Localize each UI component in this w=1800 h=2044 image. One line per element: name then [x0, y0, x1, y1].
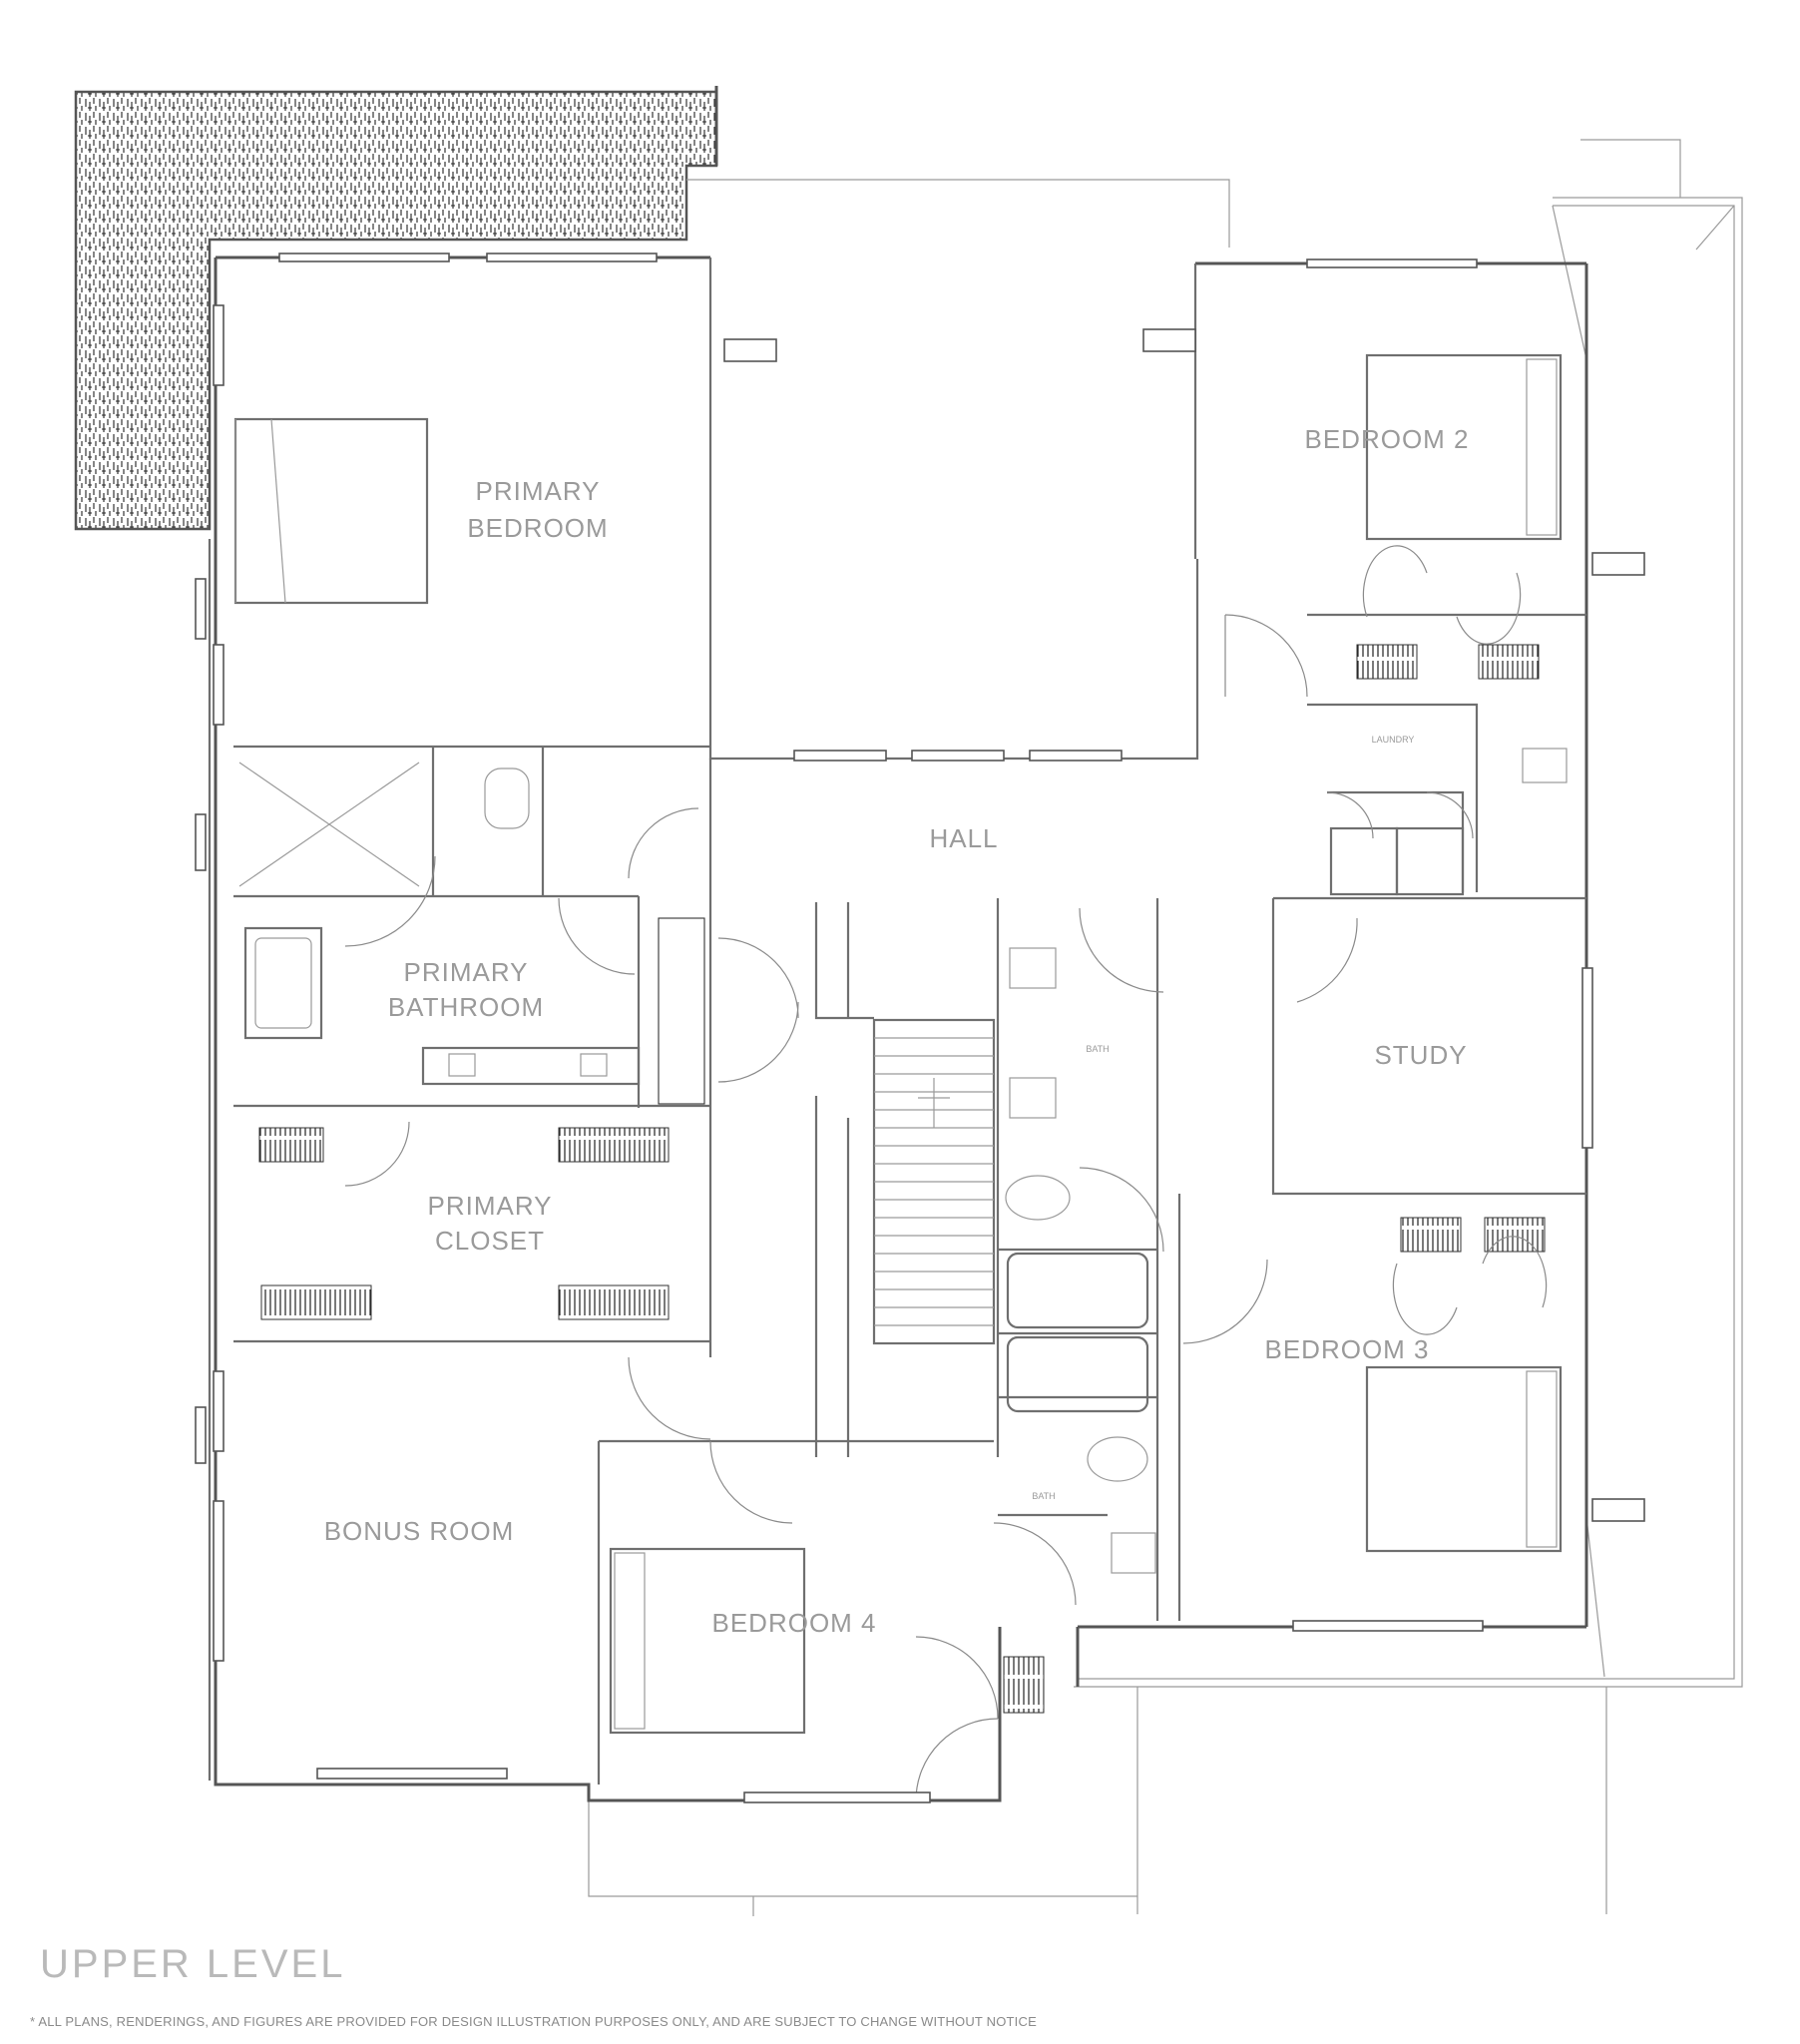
laundry-label: LAUNDRY [1372, 735, 1415, 745]
door-swings [344, 545, 1548, 1801]
roof-outline [588, 139, 1743, 1916]
vanity [421, 1046, 641, 1086]
level-title: UPPER LEVEL [40, 1942, 346, 1986]
study-label: STUDY [1374, 1040, 1467, 1070]
primary-bathroom-label-line1: PRIMARY [404, 957, 529, 987]
beds [233, 353, 1563, 1735]
tub-2 [1006, 1335, 1149, 1413]
interior-walls [233, 257, 1586, 1785]
deck-area [74, 86, 718, 531]
room-labels: PRIMARY BEDROOM BEDROOM 2 HALL PRIMARY B… [324, 424, 1469, 1638]
disclaimer-text: * ALL PLANS, RENDERINGS, AND FIGURES ARE… [30, 2014, 1037, 2029]
bedroom-3-label: BEDROOM 3 [1264, 1334, 1429, 1364]
bonus-room-label: BONUS ROOM [324, 1516, 515, 1546]
bedroom-4-bed [609, 1547, 806, 1735]
primary-toilet [484, 767, 530, 829]
bedroom-2-label: BEDROOM 2 [1304, 424, 1469, 454]
hall-bath-fixtures [1005, 748, 1568, 1574]
bathtub [243, 926, 323, 1040]
stairs [814, 902, 996, 1345]
primary-closet-label-line1: PRIMARY [428, 1191, 553, 1221]
bedroom-2-bed [1365, 353, 1563, 541]
laundry-fixtures [1329, 826, 1465, 896]
windows [195, 253, 1645, 1803]
primary-bathroom-fixtures [238, 762, 705, 1105]
primary-bathroom-label-line2: BATHROOM [388, 992, 544, 1022]
bedroom-3-bed [1365, 1365, 1563, 1553]
bath-upper-label: BATH [1086, 1044, 1109, 1054]
closet-shelving [258, 644, 1546, 1714]
bedroom-4-label: BEDROOM 4 [711, 1608, 876, 1638]
exterior-walls [208, 256, 1588, 1802]
tub-1 [1006, 1252, 1149, 1329]
primary-bedroom-label-line1: PRIMARY [476, 476, 601, 506]
primary-bedroom-label-line2: BEDROOM [467, 513, 608, 543]
primary-bed [233, 417, 429, 605]
hall-label: HALL [929, 823, 998, 853]
primary-closet-label-line2: CLOSET [435, 1226, 545, 1256]
bath-lower-label: BATH [1032, 1491, 1055, 1501]
